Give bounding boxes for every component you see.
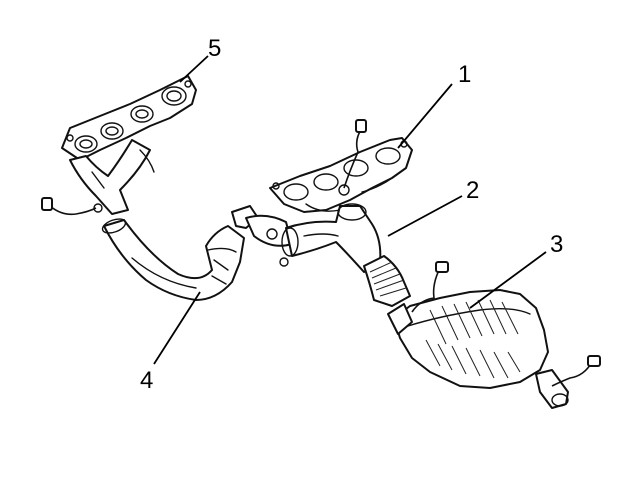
callout-5: 5 <box>208 35 221 62</box>
leader-line-3 <box>469 251 547 309</box>
leader-lines <box>153 55 547 365</box>
callout-4: 4 <box>140 367 153 394</box>
downstream-oxygen-sensors <box>411 261 601 387</box>
leader-line-2 <box>387 195 463 237</box>
leader-line-1 <box>397 83 453 149</box>
callout-2: 2 <box>466 177 479 204</box>
left-exhaust-manifold <box>61 75 197 215</box>
right-exhaust-manifold <box>269 137 413 213</box>
callout-labels: 1 2 3 4 5 <box>140 35 563 394</box>
leader-line-4 <box>153 291 201 365</box>
right-oxygen-sensor <box>338 119 367 196</box>
callout-3: 3 <box>550 231 563 258</box>
left-down-pipe <box>101 205 293 301</box>
left-oxygen-sensor <box>41 197 103 216</box>
y-pipe <box>279 203 411 307</box>
catalytic-converter <box>387 289 569 409</box>
callout-1: 1 <box>458 61 471 88</box>
leader-line-5 <box>179 55 209 83</box>
